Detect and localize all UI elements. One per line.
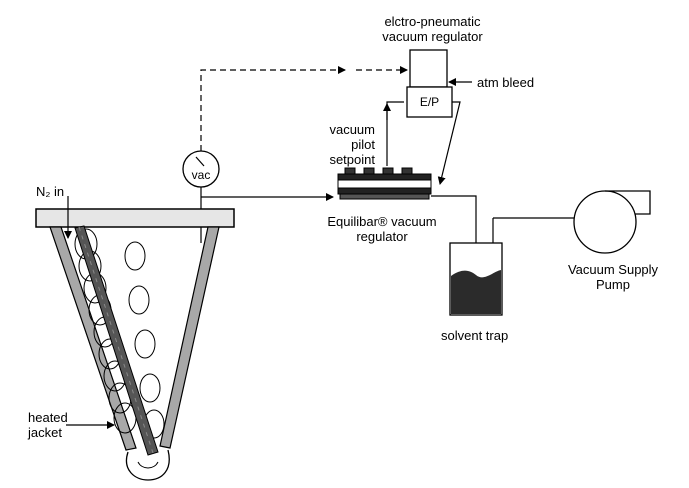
solvent-trap-liquid <box>451 270 501 314</box>
vacuum-pump <box>573 190 637 254</box>
solvent-trap-label: solvent trap <box>441 328 509 343</box>
dryer-bottom-bulb <box>125 449 170 481</box>
ep-regulator-body <box>409 49 448 88</box>
equilibar-regulator-label: Equilibar® vacuum regulator <box>327 214 437 244</box>
jacket-right-wall <box>159 226 220 449</box>
vac-gauge-label: vac <box>191 168 211 182</box>
screw-flights <box>74 228 165 439</box>
atm-bleed-label: atm bleed <box>477 75 535 90</box>
ep-box-label: E/P <box>419 95 440 109</box>
outlet-to-trap-line <box>431 195 480 259</box>
n2-in-label: N₂ in <box>36 184 65 199</box>
dryer-lid <box>35 208 235 228</box>
equilibar-regulator <box>337 167 432 200</box>
ep-outlet-line <box>437 101 461 185</box>
vacuum-pilot-setpoint-label: vacuum pilot setpoint <box>329 122 375 167</box>
gauge-signal-dashed-line <box>200 66 346 151</box>
heated-jacket-label: heated jacket <box>28 410 68 440</box>
jacket-left-wall <box>49 226 137 451</box>
vacuum-supply-pump-label: Vacuum Supply Pump <box>567 262 659 292</box>
pilot-setpoint-line <box>386 101 404 166</box>
ep-regulator-label: elctro-pneumatic vacuum regulator <box>382 14 483 44</box>
